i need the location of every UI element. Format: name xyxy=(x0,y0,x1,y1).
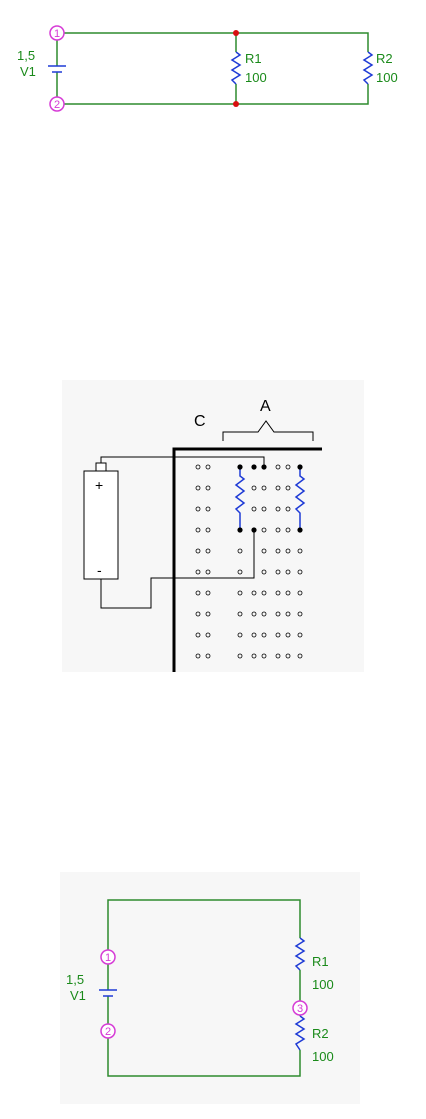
r1-name: R1 xyxy=(245,51,262,66)
parallel-circuit: 1 2 1,5 V1 R1 100 R2 100 xyxy=(17,26,398,111)
dot-row4-c xyxy=(297,527,302,532)
r2-value: 100 xyxy=(376,70,398,85)
r2-name: R2 xyxy=(376,51,393,66)
node-2-label: 2 xyxy=(105,1026,111,1038)
dot-row4-a xyxy=(237,527,242,532)
wire-top xyxy=(62,33,368,52)
node-2: 2 xyxy=(101,1024,115,1038)
source-name: V1 xyxy=(70,988,86,1003)
node-3: 3 xyxy=(293,1001,307,1015)
series-circuit: 1 2 3 1,5 V1 R1 100 R2 100 xyxy=(60,872,360,1104)
breadboard-diagram: C A + - xyxy=(62,380,364,672)
r1-value: 100 xyxy=(245,70,267,85)
resistor-r1 xyxy=(232,52,240,84)
node-3-label: 3 xyxy=(297,1003,303,1015)
node-1: 1 xyxy=(50,26,64,40)
r2-value: 100 xyxy=(312,1049,334,1064)
dot-row1-c xyxy=(261,464,266,469)
dot-row1-b xyxy=(251,464,256,469)
column-label-a: A xyxy=(260,398,271,415)
node-1-label: 1 xyxy=(105,952,111,964)
wire-bottom xyxy=(62,84,368,104)
battery-terminal xyxy=(96,463,106,471)
node-1: 1 xyxy=(101,950,115,964)
r1-value: 100 xyxy=(312,977,334,992)
dot-row1-d xyxy=(297,464,302,469)
resistor-r2 xyxy=(364,52,372,84)
battery-plus: + xyxy=(95,477,103,493)
source-name: V1 xyxy=(20,64,36,79)
r1-name: R1 xyxy=(312,954,329,969)
r2-name: R2 xyxy=(312,1026,329,1041)
dot-row4-b xyxy=(251,527,256,532)
source-value: 1,5 xyxy=(66,972,84,987)
junction-top xyxy=(233,30,239,36)
source-value: 1,5 xyxy=(17,48,35,63)
node-1-label: 1 xyxy=(54,28,60,40)
node-2-label: 2 xyxy=(54,99,60,111)
battery-minus: - xyxy=(97,562,102,578)
column-label-c: C xyxy=(194,413,206,430)
dot-row1-a xyxy=(237,464,242,469)
node-2: 2 xyxy=(50,97,64,111)
junction-bottom xyxy=(233,101,239,107)
